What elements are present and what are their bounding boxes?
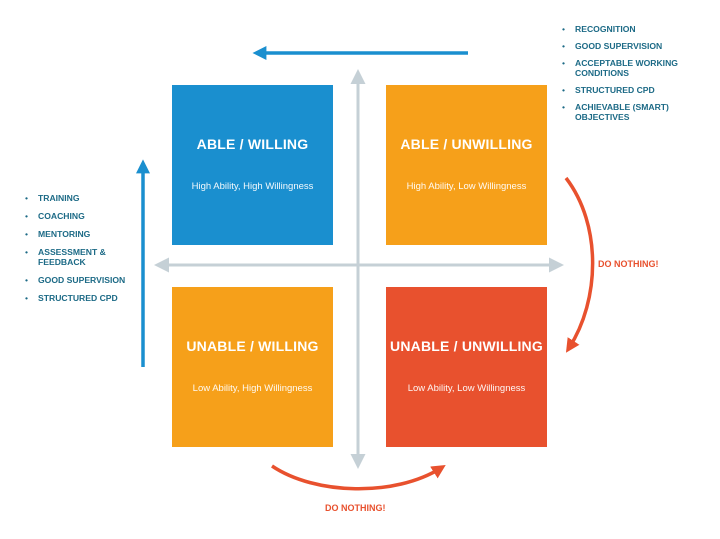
quadrant-able-willing: ABLE / WILLING High Ability, High Willin… (172, 85, 333, 245)
quadrant-title: UNABLE / UNWILLING (390, 338, 543, 354)
quadrant-title: ABLE / WILLING (196, 136, 309, 152)
list-item: ASSESSMENT & FEEDBACK (25, 247, 145, 267)
quadrant-unable-unwilling: UNABLE / UNWILLING Low Ability, Low Will… (386, 287, 547, 447)
quadrant-unable-willing: UNABLE / WILLING Low Ability, High Willi… (172, 287, 333, 447)
list-item: STRUCTURED CPD (562, 85, 702, 95)
right-interventions-list: RECOGNITION GOOD SUPERVISION ACCEPTABLE … (562, 24, 702, 129)
list-item: COACHING (25, 211, 145, 221)
quadrant-subtitle: Low Ability, Low Willingness (407, 383, 526, 394)
quadrant-title: UNABLE / WILLING (186, 338, 319, 354)
list-item: RECOGNITION (562, 24, 702, 34)
quadrant-title: ABLE / UNWILLING (400, 136, 533, 152)
list-item: MENTORING (25, 229, 145, 239)
quadrant-subtitle: High Ability, High Willingness (191, 181, 314, 192)
quadrant-subtitle: Low Ability, High Willingness (192, 383, 313, 394)
bottom-orange-curve-arrow (271, 464, 446, 491)
quadrant-subtitle: High Ability, Low Willingness (406, 181, 527, 192)
quadrant-able-unwilling: ABLE / UNWILLING High Ability, Low Willi… (386, 85, 547, 245)
list-item: TRAINING (25, 193, 145, 203)
right-orange-curve-arrow (564, 176, 595, 353)
list-item: ACCEPTABLE WORKING CONDITIONS (562, 58, 702, 78)
do-nothing-label-bottom: DO NOTHING! (325, 503, 386, 513)
do-nothing-label-right: DO NOTHING! (598, 259, 659, 269)
list-item: GOOD SUPERVISION (25, 275, 145, 285)
list-item: ACHIEVABLE (SMART) OBJECTIVES (562, 102, 702, 122)
list-item: STRUCTURED CPD (25, 293, 145, 303)
left-interventions-list: TRAINING COACHING MENTORING ASSESSMENT &… (25, 193, 145, 311)
list-item: GOOD SUPERVISION (562, 41, 702, 51)
